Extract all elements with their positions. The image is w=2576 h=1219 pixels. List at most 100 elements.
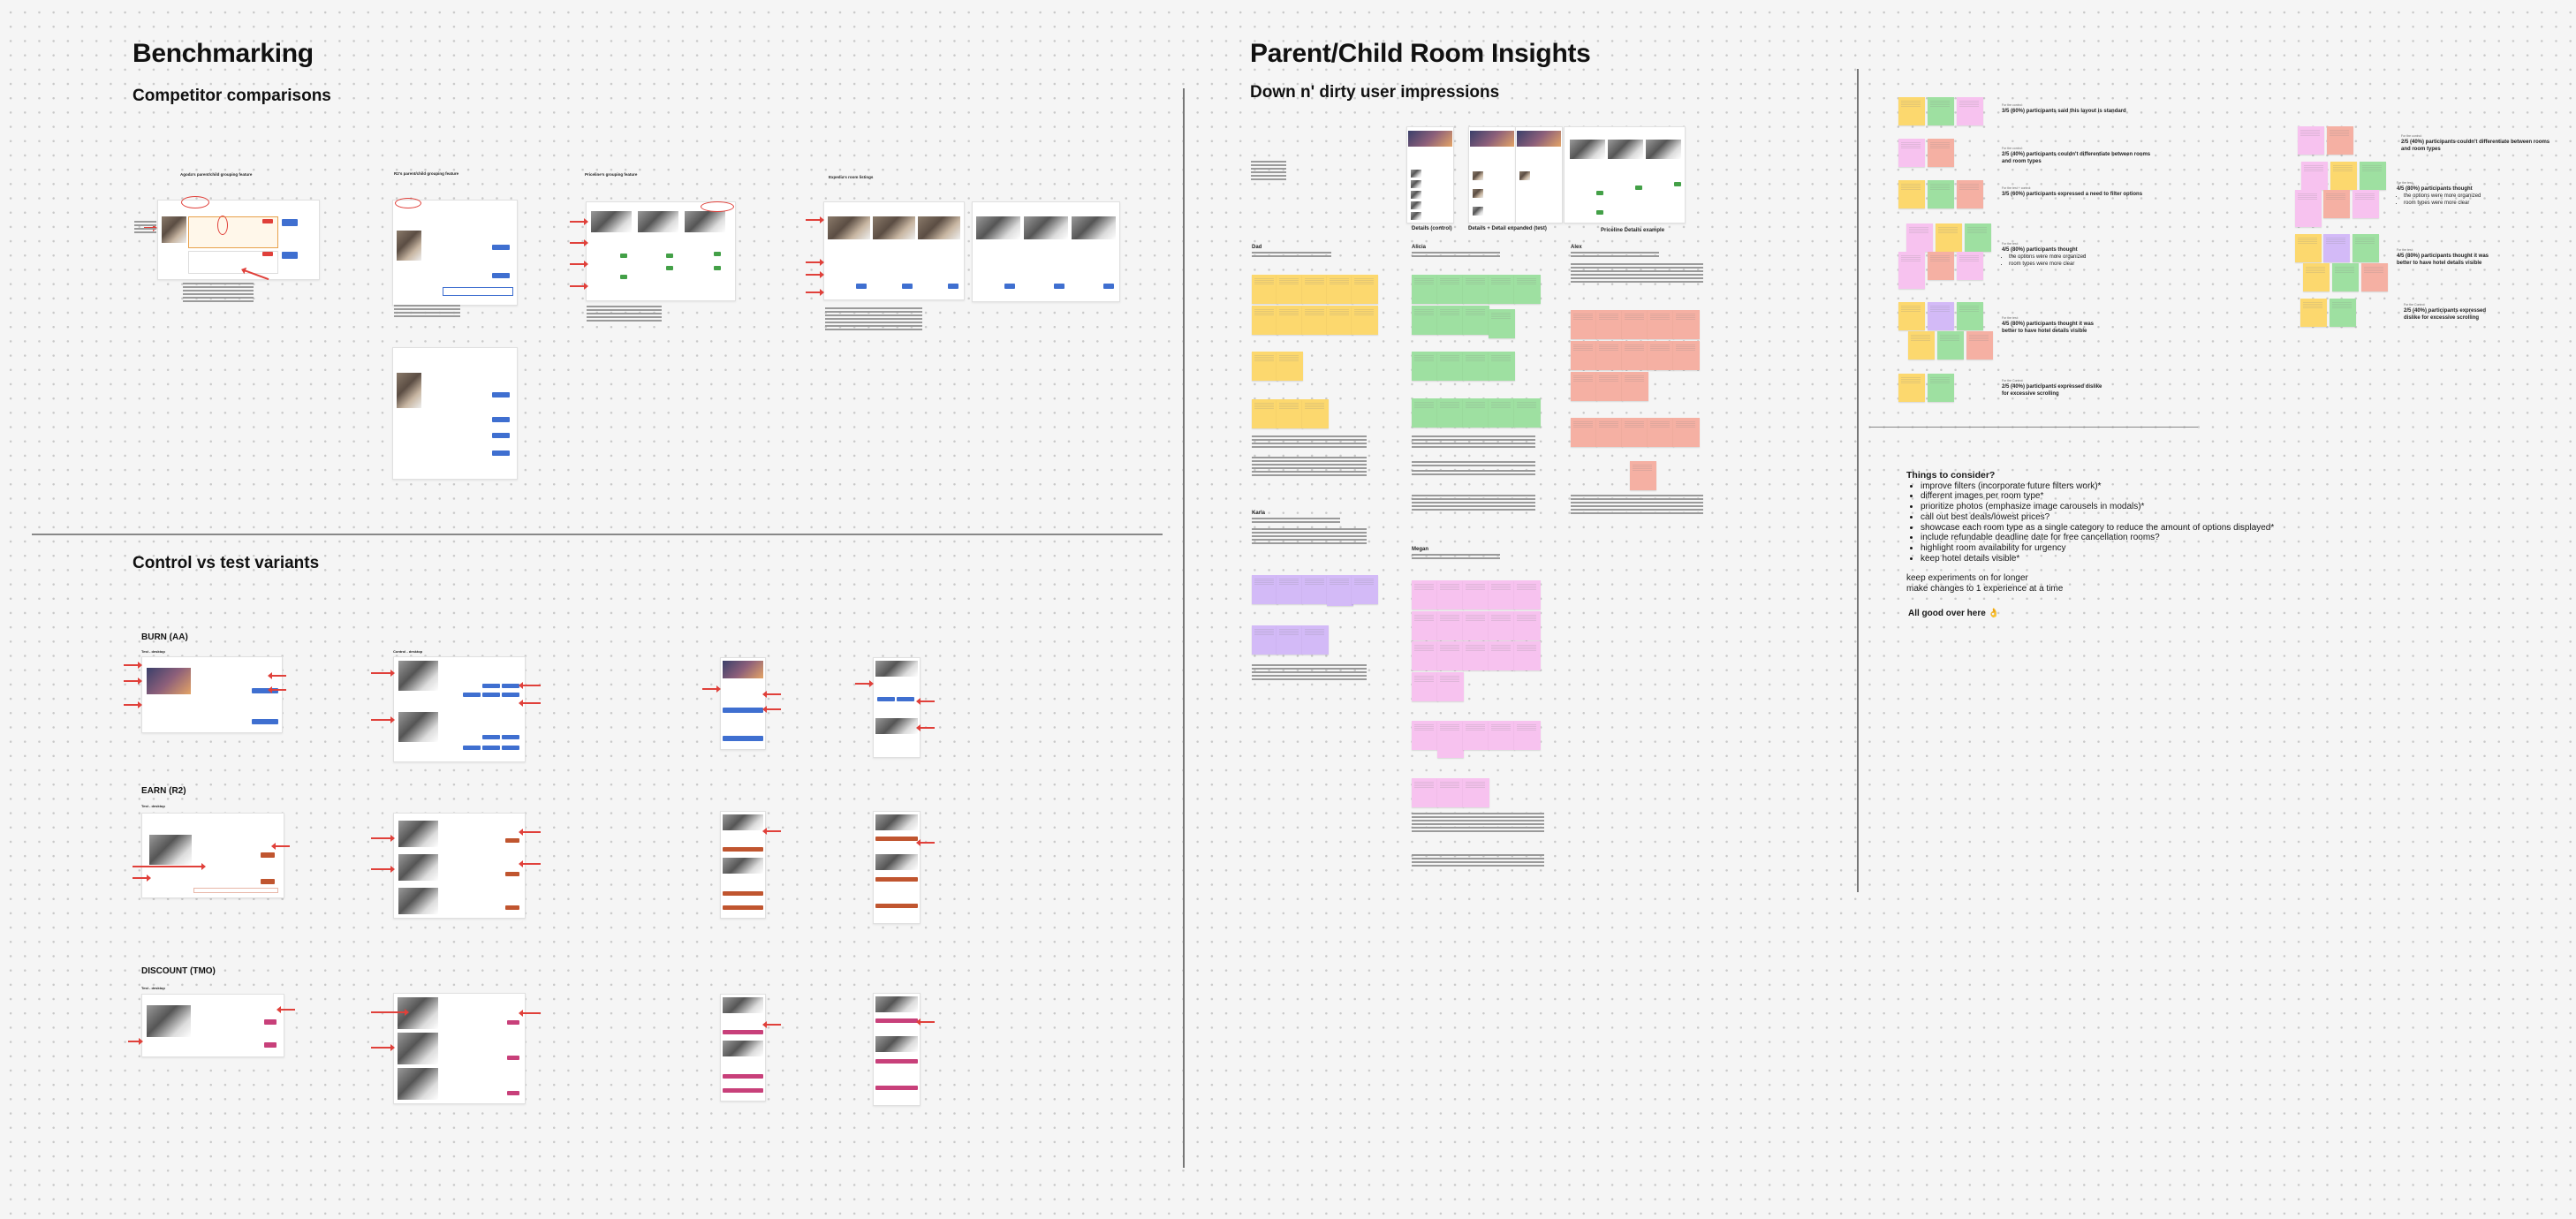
sticky-note[interactable] (1937, 331, 1964, 360)
sticky-note[interactable] (1437, 672, 1464, 701)
sticky-note[interactable] (1898, 97, 1925, 125)
sticky-note[interactable] (1622, 310, 1648, 339)
sticky-note[interactable] (2330, 299, 2356, 327)
sticky-note[interactable] (1622, 418, 1648, 447)
sticky-note[interactable] (1514, 641, 1541, 670)
sticky-note[interactable] (1928, 302, 1954, 330)
sticky-note[interactable] (1463, 275, 1489, 304)
sticky-note[interactable] (1412, 778, 1438, 807)
sticky-note[interactable] (1928, 252, 1954, 280)
priceline-details-screen[interactable] (1564, 126, 1686, 223)
sticky-note[interactable] (1898, 139, 1925, 167)
sticky-note[interactable] (1302, 625, 1329, 655)
sticky-note[interactable] (1352, 275, 1378, 304)
sticky-note[interactable] (1898, 374, 1925, 402)
burn-control-desktop[interactable] (393, 656, 526, 762)
sticky-note[interactable] (1571, 310, 1597, 339)
sticky-note[interactable] (1957, 180, 1983, 208)
sticky-note[interactable] (1908, 331, 1935, 360)
sticky-note[interactable] (1596, 310, 1623, 339)
sticky-note[interactable] (2323, 234, 2350, 262)
sticky-note[interactable] (1906, 223, 1933, 252)
sticky-note[interactable] (1898, 302, 1925, 330)
sticky-note[interactable] (1489, 398, 1515, 428)
sticky-note[interactable] (2361, 263, 2388, 292)
sticky-note[interactable] (1463, 580, 1489, 610)
discount-control-desktop[interactable] (393, 993, 526, 1104)
discount-test-desktop[interactable] (141, 994, 284, 1057)
sticky-note[interactable] (2295, 190, 2322, 227)
sticky-note[interactable] (1463, 641, 1489, 670)
sticky-note[interactable] (1437, 580, 1464, 610)
sticky-note[interactable] (2298, 126, 2324, 155)
sticky-note[interactable] (1489, 352, 1515, 381)
burn-test-desktop[interactable] (141, 656, 283, 733)
sticky-note[interactable] (2303, 263, 2330, 292)
sticky-note[interactable] (1489, 641, 1515, 670)
sticky-note[interactable] (1412, 641, 1438, 670)
sticky-note[interactable] (1514, 275, 1541, 304)
sticky-note[interactable] (1252, 575, 1278, 604)
sticky-note[interactable] (2352, 234, 2379, 262)
sticky-note[interactable] (1898, 180, 1925, 208)
sticky-note[interactable] (1571, 418, 1597, 447)
sticky-note[interactable] (2352, 190, 2379, 218)
r2-screenshot-1[interactable] (392, 200, 518, 306)
sticky-note[interactable] (1252, 306, 1278, 335)
earn-control-mobile[interactable] (873, 811, 921, 924)
sticky-note[interactable] (1437, 778, 1464, 807)
sticky-note[interactable] (1514, 580, 1541, 610)
sticky-note[interactable] (1514, 611, 1541, 640)
sticky-note[interactable] (1252, 399, 1278, 428)
sticky-note[interactable] (1928, 374, 1954, 402)
sticky-note[interactable] (1673, 418, 1700, 447)
sticky-note[interactable] (1622, 341, 1648, 370)
sticky-note[interactable] (1648, 310, 1674, 339)
sticky-note[interactable] (1898, 252, 1925, 289)
sticky-note[interactable] (1928, 139, 1954, 167)
expedia-screenshot-2[interactable] (972, 201, 1120, 302)
sticky-note[interactable] (1630, 461, 1656, 490)
sticky-note[interactable] (1252, 625, 1278, 655)
sticky-note[interactable] (1412, 275, 1438, 304)
sticky-note[interactable] (1437, 611, 1464, 640)
sticky-note[interactable] (1412, 352, 1438, 381)
sticky-note[interactable] (1412, 611, 1438, 640)
sticky-note[interactable] (1302, 275, 1329, 304)
discount-test-mobile[interactable] (720, 994, 766, 1102)
sticky-note[interactable] (1596, 418, 1623, 447)
sticky-note[interactable] (1327, 306, 1353, 335)
expedia-screenshot-1[interactable] (823, 201, 965, 300)
details-test-screen-2[interactable] (1515, 126, 1563, 223)
sticky-note[interactable] (1352, 575, 1378, 604)
sticky-note[interactable] (1352, 306, 1378, 335)
sticky-note[interactable] (1571, 341, 1597, 370)
sticky-note[interactable] (1463, 352, 1489, 381)
sticky-note[interactable] (1463, 306, 1489, 335)
sticky-note[interactable] (1277, 625, 1303, 655)
sticky-note[interactable] (2332, 263, 2359, 292)
sticky-note[interactable] (1463, 778, 1489, 807)
sticky-note[interactable] (1277, 306, 1303, 335)
sticky-note[interactable] (1489, 275, 1515, 304)
sticky-note[interactable] (1252, 275, 1278, 304)
sticky-note[interactable] (1622, 372, 1648, 401)
sticky-note[interactable] (1437, 352, 1464, 381)
sticky-note[interactable] (1928, 180, 1954, 208)
sticky-note[interactable] (1489, 309, 1515, 338)
sticky-note[interactable] (1489, 721, 1515, 750)
sticky-note[interactable] (1463, 611, 1489, 640)
sticky-note[interactable] (1936, 223, 1962, 252)
sticky-note[interactable] (2295, 234, 2322, 262)
sticky-note[interactable] (1437, 275, 1464, 304)
sticky-note[interactable] (1277, 275, 1303, 304)
sticky-note[interactable] (2360, 162, 2386, 190)
sticky-note[interactable] (1957, 302, 1983, 330)
sticky-note[interactable] (1327, 575, 1353, 606)
sticky-note[interactable] (1437, 641, 1464, 670)
sticky-note[interactable] (1252, 352, 1278, 381)
sticky-note[interactable] (2330, 162, 2357, 190)
sticky-note[interactable] (1463, 721, 1489, 750)
sticky-note[interactable] (1437, 721, 1464, 758)
sticky-note[interactable] (2323, 190, 2350, 218)
